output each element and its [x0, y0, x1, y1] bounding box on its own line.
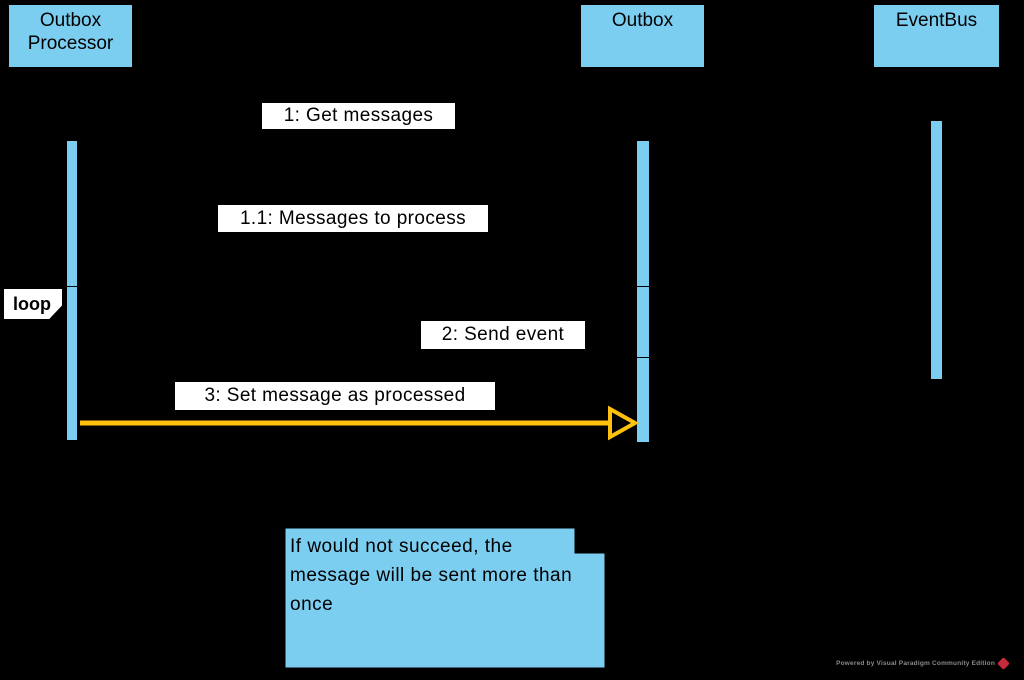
lifeline-header-eventbus: EventBus	[873, 4, 1000, 68]
lifeline-header-outbox: Outbox	[580, 4, 705, 68]
activation-bar-outbox-1	[636, 140, 650, 287]
activation-bar-outbox-3	[636, 357, 650, 443]
activation-bar-outbox-processor-2	[66, 286, 78, 441]
loop-fragment-label: loop	[4, 289, 62, 319]
message-label-send-event: 2: Send event	[421, 321, 585, 349]
message-label-set-message-processed: 3: Set message as processed	[175, 382, 495, 410]
message-label-messages-to-process: 1.1: Messages to process	[218, 205, 488, 232]
arrow-head-open-icon	[608, 405, 640, 441]
activation-bar-eventbus	[930, 120, 943, 380]
activation-bar-outbox-processor-1	[66, 140, 78, 287]
visual-paradigm-logo-icon	[997, 657, 1010, 670]
watermark-text: Powered by Visual Paradigm Community Edi…	[836, 660, 995, 667]
watermark: Powered by Visual Paradigm Community Edi…	[836, 657, 1010, 670]
lifeline-header-outbox-processor: Outbox Processor	[8, 4, 133, 68]
note-text: If would not succeed, the message will b…	[290, 536, 573, 615]
activation-bar-outbox-2	[636, 286, 650, 358]
message-label-get-messages: 1: Get messages	[262, 103, 455, 129]
